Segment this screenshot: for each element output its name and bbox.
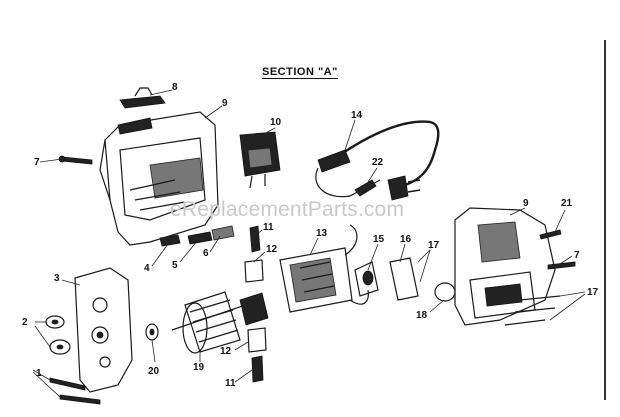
- callout-label: 11: [263, 222, 274, 233]
- section-title: SECTION "A": [262, 66, 338, 79]
- callout-label: 20: [148, 366, 160, 377]
- callout-label: 9: [523, 198, 529, 209]
- callout-label: 14: [351, 110, 363, 121]
- callout-label: 5: [172, 260, 178, 271]
- callout-label: 8: [172, 82, 178, 93]
- bearings: [45, 315, 71, 355]
- callout-label: 12: [220, 346, 232, 357]
- watermark: eReplacementParts.com: [170, 198, 405, 221]
- callout-label: 4: [144, 263, 150, 274]
- callout-label: 11: [225, 378, 236, 389]
- callout-label: 22: [372, 157, 384, 168]
- bearings-and-screws: [244, 225, 267, 383]
- power-cord: [315, 120, 440, 201]
- callout-label: 9: [222, 98, 228, 109]
- callout-label: 2: [22, 317, 28, 328]
- right-housing-half: [454, 207, 556, 326]
- disc: [434, 282, 456, 302]
- callout-label: 6: [203, 248, 209, 259]
- baffle: [389, 257, 419, 301]
- switch-actuator: [119, 87, 166, 109]
- fan: [354, 261, 379, 297]
- gear-case: [74, 267, 133, 393]
- callout-label: 16: [400, 234, 412, 245]
- callout-label: 7: [574, 250, 580, 261]
- callout-label: 15: [373, 234, 385, 245]
- callout-label: 10: [270, 117, 282, 128]
- callout-label: 17: [587, 287, 599, 298]
- callout-label: 19: [193, 362, 205, 373]
- callout-label: 7: [34, 157, 40, 168]
- callout-label: 17: [428, 240, 440, 251]
- callout-label: 21: [561, 198, 573, 209]
- callout-label: 1: [36, 368, 42, 379]
- armature: [171, 291, 269, 354]
- callout-label: 18: [416, 310, 428, 321]
- callout-label: 13: [316, 228, 328, 239]
- motor-field: [279, 224, 370, 313]
- switch-block: [239, 131, 281, 189]
- scan-edge-line: [604, 40, 606, 400]
- terminal: [354, 179, 377, 197]
- screw-left: [58, 155, 93, 165]
- washer: [145, 323, 159, 341]
- left-housing-half: [99, 111, 219, 246]
- callout-label: 3: [54, 273, 60, 284]
- brush-parts: [159, 225, 235, 247]
- leader-lines: [32, 89, 586, 398]
- gear-case-screws: [49, 377, 101, 405]
- right-screws: [504, 229, 576, 326]
- callout-label: 12: [266, 244, 278, 255]
